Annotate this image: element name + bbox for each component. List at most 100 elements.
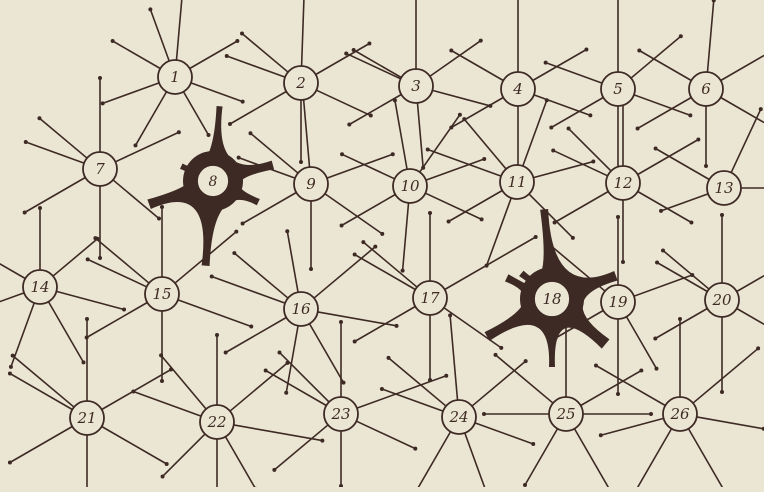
- process-line: [316, 44, 370, 75]
- process-end: [320, 439, 324, 443]
- process-end: [449, 49, 453, 53]
- process-line: [428, 150, 501, 177]
- process-line: [450, 315, 457, 400]
- process-end: [688, 113, 692, 117]
- process-line: [178, 300, 251, 327]
- cell-node-2: 2: [284, 66, 318, 100]
- process-end: [447, 220, 451, 224]
- process-end: [284, 391, 288, 395]
- process-end: [588, 113, 592, 117]
- process-end: [678, 317, 682, 321]
- process-end: [494, 353, 498, 357]
- cell-node-12: 12: [606, 166, 640, 200]
- process-line: [234, 425, 323, 441]
- process-line: [707, 0, 713, 72]
- process-line: [472, 361, 526, 406]
- process-end: [482, 412, 486, 416]
- process-end: [98, 76, 102, 80]
- process-line: [581, 371, 642, 406]
- process-end: [232, 251, 236, 255]
- cell-node-15: 15: [145, 277, 179, 311]
- process-end: [689, 221, 693, 225]
- cell-label: 9: [306, 175, 316, 193]
- process-end: [101, 101, 105, 105]
- process-end: [234, 230, 238, 234]
- process-line: [693, 348, 758, 403]
- process-end: [413, 447, 417, 451]
- process-end: [639, 369, 643, 373]
- process-end: [479, 39, 483, 43]
- process-end: [235, 39, 239, 43]
- process-line: [737, 261, 764, 292]
- cell-node-26: 26: [663, 397, 697, 431]
- cell-label: 19: [608, 293, 628, 311]
- process-end: [591, 160, 595, 164]
- process-line: [445, 237, 536, 290]
- cell-node-17: 17: [413, 281, 447, 315]
- process-end: [712, 0, 716, 2]
- process-end: [37, 116, 41, 120]
- process-line: [731, 109, 761, 172]
- process-line: [115, 132, 178, 162]
- process-line: [425, 193, 481, 219]
- process-line: [525, 429, 558, 485]
- process-line: [451, 51, 503, 81]
- process-end: [679, 34, 683, 38]
- cell-node-8: 8: [197, 165, 229, 197]
- process-line: [555, 192, 609, 223]
- process-line: [395, 100, 407, 169]
- process-line: [553, 150, 607, 175]
- process-line: [287, 231, 298, 292]
- process-end: [428, 211, 432, 215]
- process-end: [23, 211, 27, 215]
- process-end: [241, 222, 245, 226]
- cell-node-1: 1: [158, 60, 192, 94]
- process-end: [393, 98, 397, 102]
- cell-node-9: 9: [294, 167, 328, 201]
- process-end: [340, 152, 344, 156]
- process-end: [228, 122, 232, 126]
- process-line: [316, 90, 370, 115]
- process-end: [11, 354, 15, 358]
- cell-label: 22: [206, 413, 226, 431]
- process-end: [621, 260, 625, 264]
- process-line: [234, 253, 288, 298]
- process-line: [465, 433, 486, 487]
- process-line: [39, 118, 86, 158]
- process-line: [721, 50, 764, 81]
- cell-label: 24: [448, 408, 468, 426]
- process-end: [93, 236, 97, 240]
- cell-label: 17: [420, 289, 440, 307]
- process-end: [616, 215, 620, 219]
- process-end: [111, 39, 115, 43]
- process-end: [499, 346, 503, 350]
- process-end: [756, 346, 760, 350]
- process-line: [13, 356, 74, 407]
- process-end: [387, 356, 391, 360]
- process-end: [241, 100, 245, 104]
- process-line: [242, 34, 288, 73]
- process-end: [567, 127, 571, 131]
- process-line: [638, 140, 699, 175]
- process-line: [420, 115, 460, 172]
- process-end: [531, 442, 535, 446]
- process-end: [340, 224, 344, 228]
- cell-label: 6: [701, 80, 711, 98]
- process-end: [210, 275, 214, 279]
- process-end: [160, 379, 164, 383]
- process-end: [224, 351, 228, 355]
- process-line: [356, 421, 415, 448]
- process-end: [157, 216, 161, 220]
- process-end: [462, 117, 466, 121]
- process-line: [230, 92, 286, 125]
- process-end: [704, 164, 708, 168]
- process-end: [85, 317, 89, 321]
- process-line: [569, 129, 611, 171]
- process-end: [534, 235, 538, 239]
- process-end: [98, 256, 102, 260]
- process-end: [482, 157, 486, 161]
- process-line: [327, 154, 393, 178]
- cell-node-25: 25: [549, 397, 583, 431]
- process-end: [448, 313, 452, 317]
- process-line: [638, 192, 692, 223]
